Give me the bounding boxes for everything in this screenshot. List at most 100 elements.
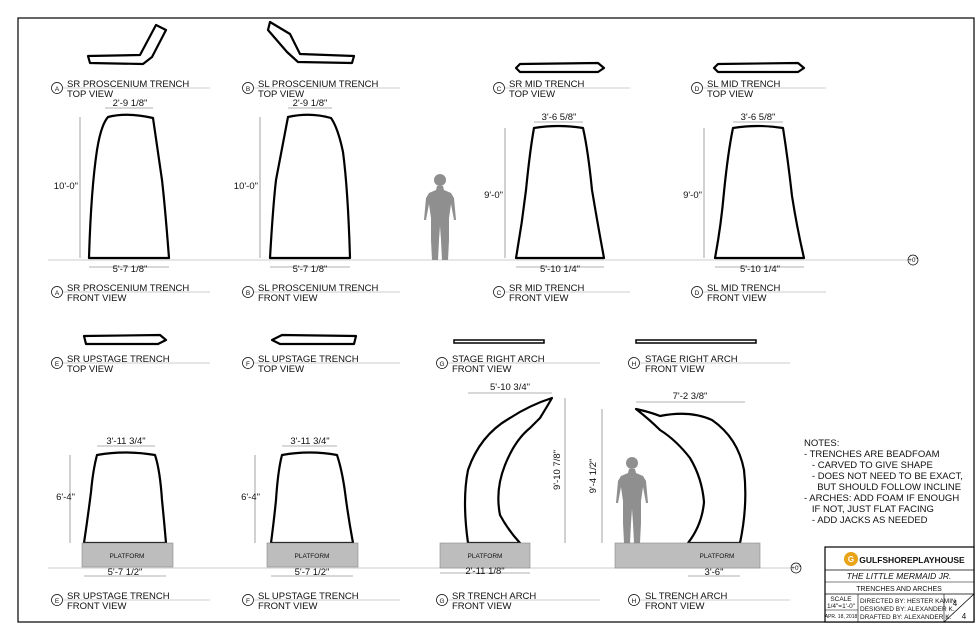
view-title: SL MID TRENCH — [707, 79, 781, 90]
h-front-label: H SL TRENCH ARCH FRONT VIEW — [628, 591, 790, 612]
view-tag: F — [246, 598, 250, 605]
c-dimensions: 3'-6 5/8" 9'-0" 5'-10 1/4" — [484, 112, 604, 275]
e-front-label: E SR UPSTAGE TRENCH FRONT VIEW — [51, 591, 210, 612]
svg-text:+0": +0" — [791, 565, 801, 572]
view-tag: G — [439, 598, 444, 605]
dim-height: 9'-10 7/8" — [552, 450, 563, 490]
e-dimensions: 3'-11 3/4" 6'-4" 5'-7 1/2" — [56, 436, 166, 578]
dim-bottom: 3'-6" — [705, 567, 724, 578]
view-tag: C — [497, 86, 502, 93]
elevation-marker-upper: +0" — [907, 254, 919, 266]
f-top-view-shape — [270, 333, 358, 346]
dim-top: 5'-10 3/4" — [490, 382, 530, 393]
d-top-view-shape — [712, 61, 806, 74]
sheet-number: 4 — [953, 599, 958, 608]
dim-top: 2'-9 1/8" — [113, 98, 148, 109]
dim-height: 10'-0" — [54, 181, 78, 192]
view-title: SR PROSCENIUM TRENCH — [67, 79, 189, 90]
view-subtitle: TOP VIEW — [509, 89, 555, 100]
drafted-by: DRAFTED BY: ALEXANDER K. — [860, 614, 952, 621]
view-title: SR TRENCH ARCH — [452, 591, 536, 602]
view-subtitle: FRONT VIEW — [67, 293, 126, 304]
dim-top: 3'-11 3/4" — [290, 436, 329, 447]
view-subtitle: FRONT VIEW — [258, 293, 317, 304]
dim-height: 9'-0" — [484, 190, 503, 201]
note-line: IF NOT, JUST FLAT FACING — [804, 504, 934, 515]
dim-top: 7'-2 3/8" — [673, 391, 708, 402]
view-tag: D — [695, 86, 700, 93]
d-front-shape — [713, 124, 806, 260]
d-front-label: D SL MID TRENCH FRONT VIEW — [691, 283, 826, 304]
view-title: SL MID TRENCH — [707, 283, 781, 294]
a-front-label: A SR PROSCENIUM TRENCH FRONT VIEW — [51, 283, 210, 304]
h-platform-label: PLATFORM — [700, 553, 735, 560]
h-top-label: H STAGE RIGHT ARCH FRONT VIEW — [628, 354, 790, 375]
view-title: SR MID TRENCH — [509, 79, 584, 90]
view-subtitle: TOP VIEW — [707, 89, 753, 100]
view-title: SL PROSCENIUM TRENCH — [258, 283, 378, 294]
scale-value: 1/4"=1'-0" — [827, 603, 856, 610]
view-tag: G — [439, 361, 444, 368]
e-front-shape — [82, 451, 168, 545]
view-tag: H — [632, 361, 637, 368]
f-platform — [266, 542, 359, 568]
view-title: SR MID TRENCH — [509, 283, 584, 294]
human-scale-figure-2 — [616, 457, 648, 543]
f-top-label: F SL UPSTAGE TRENCH TOP VIEW — [242, 354, 400, 375]
c-top-view-shape — [514, 61, 606, 74]
c-top-label: C SR MID TRENCH TOP VIEW — [493, 79, 630, 100]
e-platform — [81, 542, 174, 568]
human-scale-figure-1 — [424, 174, 456, 260]
view-subtitle: TOP VIEW — [67, 89, 113, 100]
view-tag: B — [246, 290, 250, 297]
view-tag: F — [246, 361, 250, 368]
dim-bottom: 5'-10 1/4" — [740, 264, 780, 275]
view-title: SL UPSTAGE TRENCH — [258, 354, 359, 365]
designed-by: DESIGNED BY: ALEXANDER K. — [860, 606, 955, 613]
view-subtitle: FRONT VIEW — [509, 293, 568, 304]
logo-text: GULFSHOREPLAYHOUSE — [859, 555, 965, 565]
dim-height: 10'-0" — [234, 181, 258, 192]
h-platform — [614, 542, 761, 569]
dim-bottom: 5'-7 1/8" — [293, 264, 328, 275]
h-arch-shape — [634, 407, 747, 545]
sheet-border — [17, 17, 975, 623]
view-tag: C — [497, 290, 502, 297]
view-subtitle: FRONT VIEW — [645, 601, 704, 612]
view-tag: B — [246, 86, 250, 93]
view-tag: H — [632, 598, 637, 605]
dim-bottom: 5'-7 1/8" — [113, 264, 148, 275]
view-tag: E — [55, 598, 60, 605]
view-subtitle: FRONT VIEW — [452, 601, 511, 612]
note-line: - ADD JACKS AS NEEDED — [804, 515, 928, 526]
b-top-view-shape — [266, 20, 356, 65]
dim-bottom: 5'-10 1/4" — [540, 264, 580, 275]
notes-title: NOTES: — [804, 438, 839, 449]
sheet-total: 4 — [962, 612, 967, 621]
note-line: - DOES NOT NEED TO BE EXACT, — [804, 471, 963, 482]
logo-icon: G — [844, 552, 858, 566]
view-title: SR UPSTAGE TRENCH — [67, 591, 170, 602]
note-line: - ARCHES: ADD FOAM IF ENOUGH — [804, 493, 959, 504]
dim-top: 3'-6 5/8" — [542, 112, 577, 123]
title-block: G GULFSHOREPLAYHOUSE THE LITTLE MERMAID … — [824, 546, 975, 623]
svg-text:+0": +0" — [908, 257, 918, 264]
b-dimensions: 2'-9 1/8" 10'-0" 5'-7 1/8" — [234, 98, 350, 275]
note-line: - TRENCHES ARE BEADFOAM — [804, 449, 940, 460]
b-front-label: B SL PROSCENIUM TRENCH FRONT VIEW — [242, 283, 400, 304]
a-top-label: A SR PROSCENIUM TRENCH TOP VIEW — [51, 79, 210, 100]
b-top-label: B SL PROSCENIUM TRENCH TOP VIEW — [242, 79, 400, 100]
view-tag: D — [695, 290, 700, 297]
e-platform-label: PLATFORM — [110, 553, 145, 560]
f-front-label: F SL UPSTAGE TRENCH FRONT VIEW — [242, 591, 400, 612]
a-top-view-shape — [86, 23, 168, 66]
notes-block: NOTES: - TRENCHES ARE BEADFOAM - CARVED … — [804, 438, 963, 526]
view-title: SL TRENCH ARCH — [645, 591, 727, 602]
c-front-shape — [514, 124, 606, 260]
dim-top: 3'-11 3/4" — [106, 436, 145, 447]
directed-by: DIRECTED BY: HESTER KAMIN — [860, 598, 956, 605]
view-subtitle: FRONT VIEW — [707, 293, 766, 304]
view-subtitle: TOP VIEW — [258, 364, 304, 375]
g-top-label: G STAGE RIGHT ARCH FRONT VIEW — [436, 354, 600, 375]
